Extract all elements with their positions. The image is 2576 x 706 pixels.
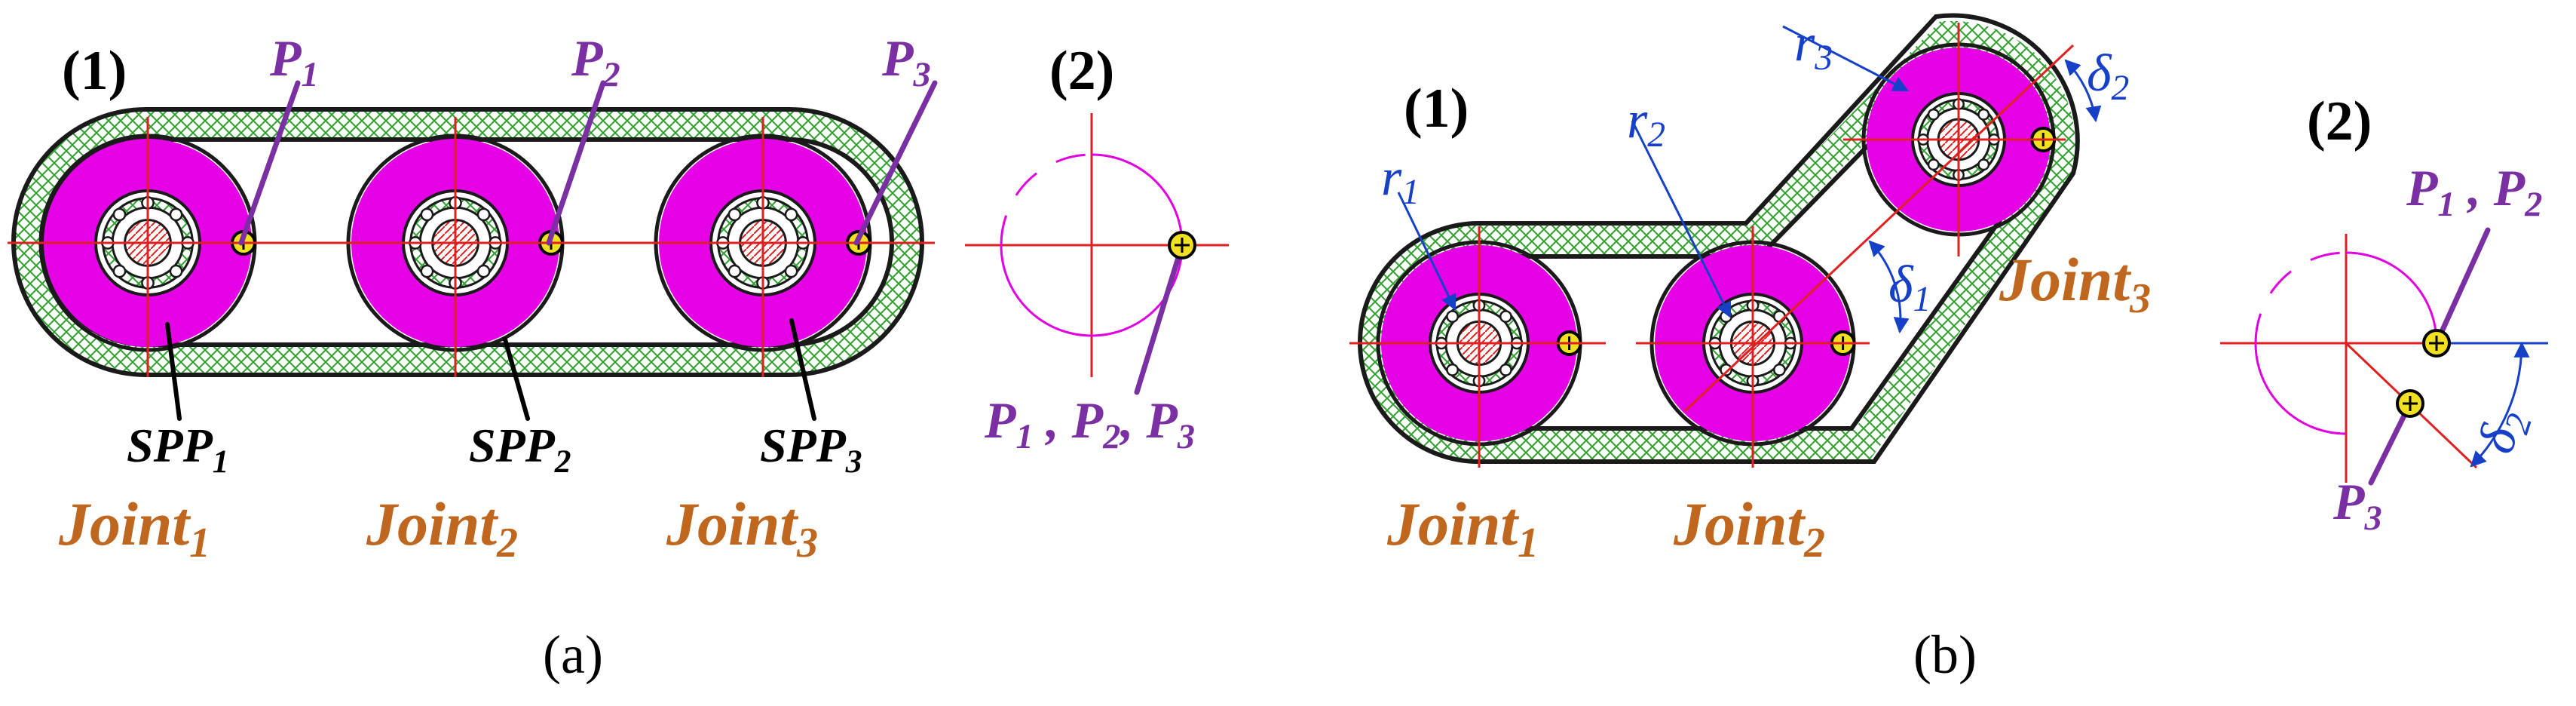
bearing-ball	[1446, 363, 1460, 376]
r2-label: r2	[1627, 91, 1665, 155]
bearing-ball	[420, 207, 434, 222]
panel-a-sub1-label: (1)	[62, 40, 127, 102]
spp2-leader	[503, 337, 530, 421]
bearing-ball	[420, 264, 434, 278]
bearing-ball	[1927, 108, 1940, 121]
joint1-label-b: Joint1	[1386, 490, 1539, 566]
spp3-label: SPP3	[760, 419, 862, 480]
spp2-label: SPP2	[469, 419, 571, 480]
point-marker-b1	[2422, 329, 2451, 358]
bearing-ball	[169, 207, 183, 222]
joint2-label-b: Joint2	[1673, 490, 1825, 566]
caption-a: (a)	[543, 625, 603, 685]
bearing-ball	[112, 207, 127, 222]
point-marker-b3	[2396, 389, 2424, 418]
p3-label: P3	[881, 29, 931, 94]
p1-label: P1	[269, 29, 319, 94]
bearing-ball	[1977, 158, 1990, 171]
delta2-label: δ2	[2087, 45, 2129, 108]
panel-b-sub2: (2) P1 , P2 P3 δ2	[2220, 91, 2548, 538]
bearing-ball	[1720, 363, 1733, 376]
delta2-side-label: δ2	[2467, 402, 2540, 462]
joint3-label-b: Joint3	[1999, 245, 2151, 322]
bearing-ball	[727, 207, 742, 222]
delta1-label: δ1	[1888, 256, 1931, 319]
bearing-ball	[1446, 310, 1460, 324]
p12-label: P1 , P2	[2406, 159, 2542, 224]
combined-points-label: P1 , P2, P3	[984, 391, 1195, 456]
centerlines-b	[1349, 23, 2075, 468]
point-marker-a	[1168, 231, 1196, 259]
joint1-label-a: Joint1	[58, 490, 210, 566]
p1-leader	[238, 80, 301, 246]
caption-b: (b)	[1913, 625, 1977, 685]
panel-a-sub2-label: (2)	[1049, 40, 1114, 102]
bearing-ball	[169, 264, 183, 278]
bearing-ball	[784, 264, 798, 278]
panel-b-sub2-label: (2)	[2307, 91, 2372, 152]
spp1-leader	[165, 322, 182, 421]
bearing-ball	[1772, 363, 1786, 376]
p2-leader	[546, 80, 606, 246]
bearing-ball	[1499, 363, 1512, 376]
bearing-ball	[1499, 310, 1512, 324]
bearing-ball	[1927, 158, 1940, 171]
panel-b-sub1-label: (1)	[1404, 78, 1469, 140]
bearing-ball	[727, 264, 742, 278]
bearing-ball	[784, 207, 798, 222]
panel-a: (1) P1 P2 P3 SPP1 SPP2 SPP3 Joint1 Joint…	[8, 29, 1229, 685]
r3-label: r3	[1794, 14, 1833, 78]
joint3-label-a: Joint3	[666, 490, 818, 566]
bearing-ball	[476, 207, 491, 222]
bearing-ball	[1772, 310, 1786, 324]
panel-b: (1) r1 r2 r3 δ1 δ2 Joint1 Joint2 Joint3 …	[1349, 13, 2548, 685]
dimensions-b	[1397, 25, 2102, 334]
centerlines-a	[8, 117, 935, 377]
joint2-label-a: Joint2	[366, 490, 518, 566]
panel-a-sub2: (2) P1 , P2, P3	[965, 40, 1229, 456]
spp3-leader	[789, 318, 816, 421]
bearing-ball	[1977, 108, 1990, 121]
spp1-label: SPP1	[127, 419, 229, 480]
r1-label: r1	[1381, 149, 1420, 212]
p3-label-b: P3	[2332, 473, 2382, 538]
bearing-ball	[112, 264, 127, 278]
p2-label: P2	[571, 29, 620, 94]
bearing-ball	[476, 264, 491, 278]
p3-leader	[853, 80, 938, 246]
